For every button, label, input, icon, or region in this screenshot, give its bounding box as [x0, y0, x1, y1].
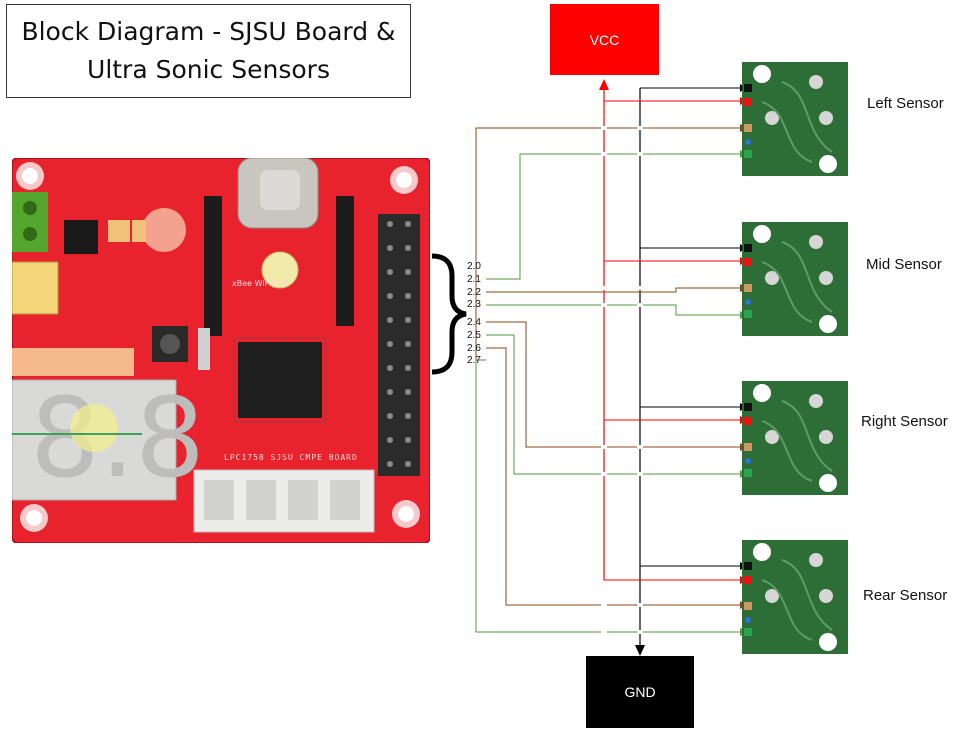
- pin-label: 2.7: [467, 355, 481, 366]
- gnd-label: GND: [624, 684, 656, 700]
- pin-label: 2.6: [467, 343, 481, 354]
- vcc-label: VCC: [589, 31, 620, 48]
- rear-sensor-image: [742, 540, 848, 654]
- pin-label: 2.0: [467, 261, 481, 272]
- right-sensor-image: [742, 381, 848, 495]
- rear-sensor-label: Rear Sensor: [863, 587, 948, 604]
- diagram-title: Block Diagram - SJSU Board & Ultra Sonic…: [6, 4, 411, 98]
- mid-sensor-label: Mid Sensor: [866, 256, 942, 273]
- mid-sensor-image: [742, 222, 848, 336]
- left-sensor-image: [742, 62, 848, 176]
- svg-text:8.8: 8.8: [30, 374, 205, 502]
- pin-label: 2.3: [467, 299, 481, 310]
- pin-label: 2.4: [467, 317, 481, 328]
- title-line-2: Ultra Sonic Sensors: [87, 55, 330, 84]
- sjsu-board-image: 8.8 LPC1758 SJSU CMPE BOARD xBee WiFly B…: [12, 158, 430, 543]
- board-silkscreen: LPC1758 SJSU CMPE BOARD: [224, 453, 358, 462]
- title-line-1: Block Diagram - SJSU Board &: [21, 17, 396, 46]
- left-sensor-label: Left Sensor: [867, 95, 944, 112]
- gnd-block: GND: [586, 656, 694, 728]
- pin-label: 2.2: [467, 287, 481, 298]
- board-xbee-text: xBee WiFly BT: [232, 279, 289, 288]
- pin-brace: [431, 253, 467, 375]
- right-sensor-label: Right Sensor: [861, 413, 948, 430]
- pin-label: 2.5: [467, 330, 481, 341]
- vcc-block: VCC: [550, 4, 659, 75]
- pin-label: 2.1: [467, 274, 481, 285]
